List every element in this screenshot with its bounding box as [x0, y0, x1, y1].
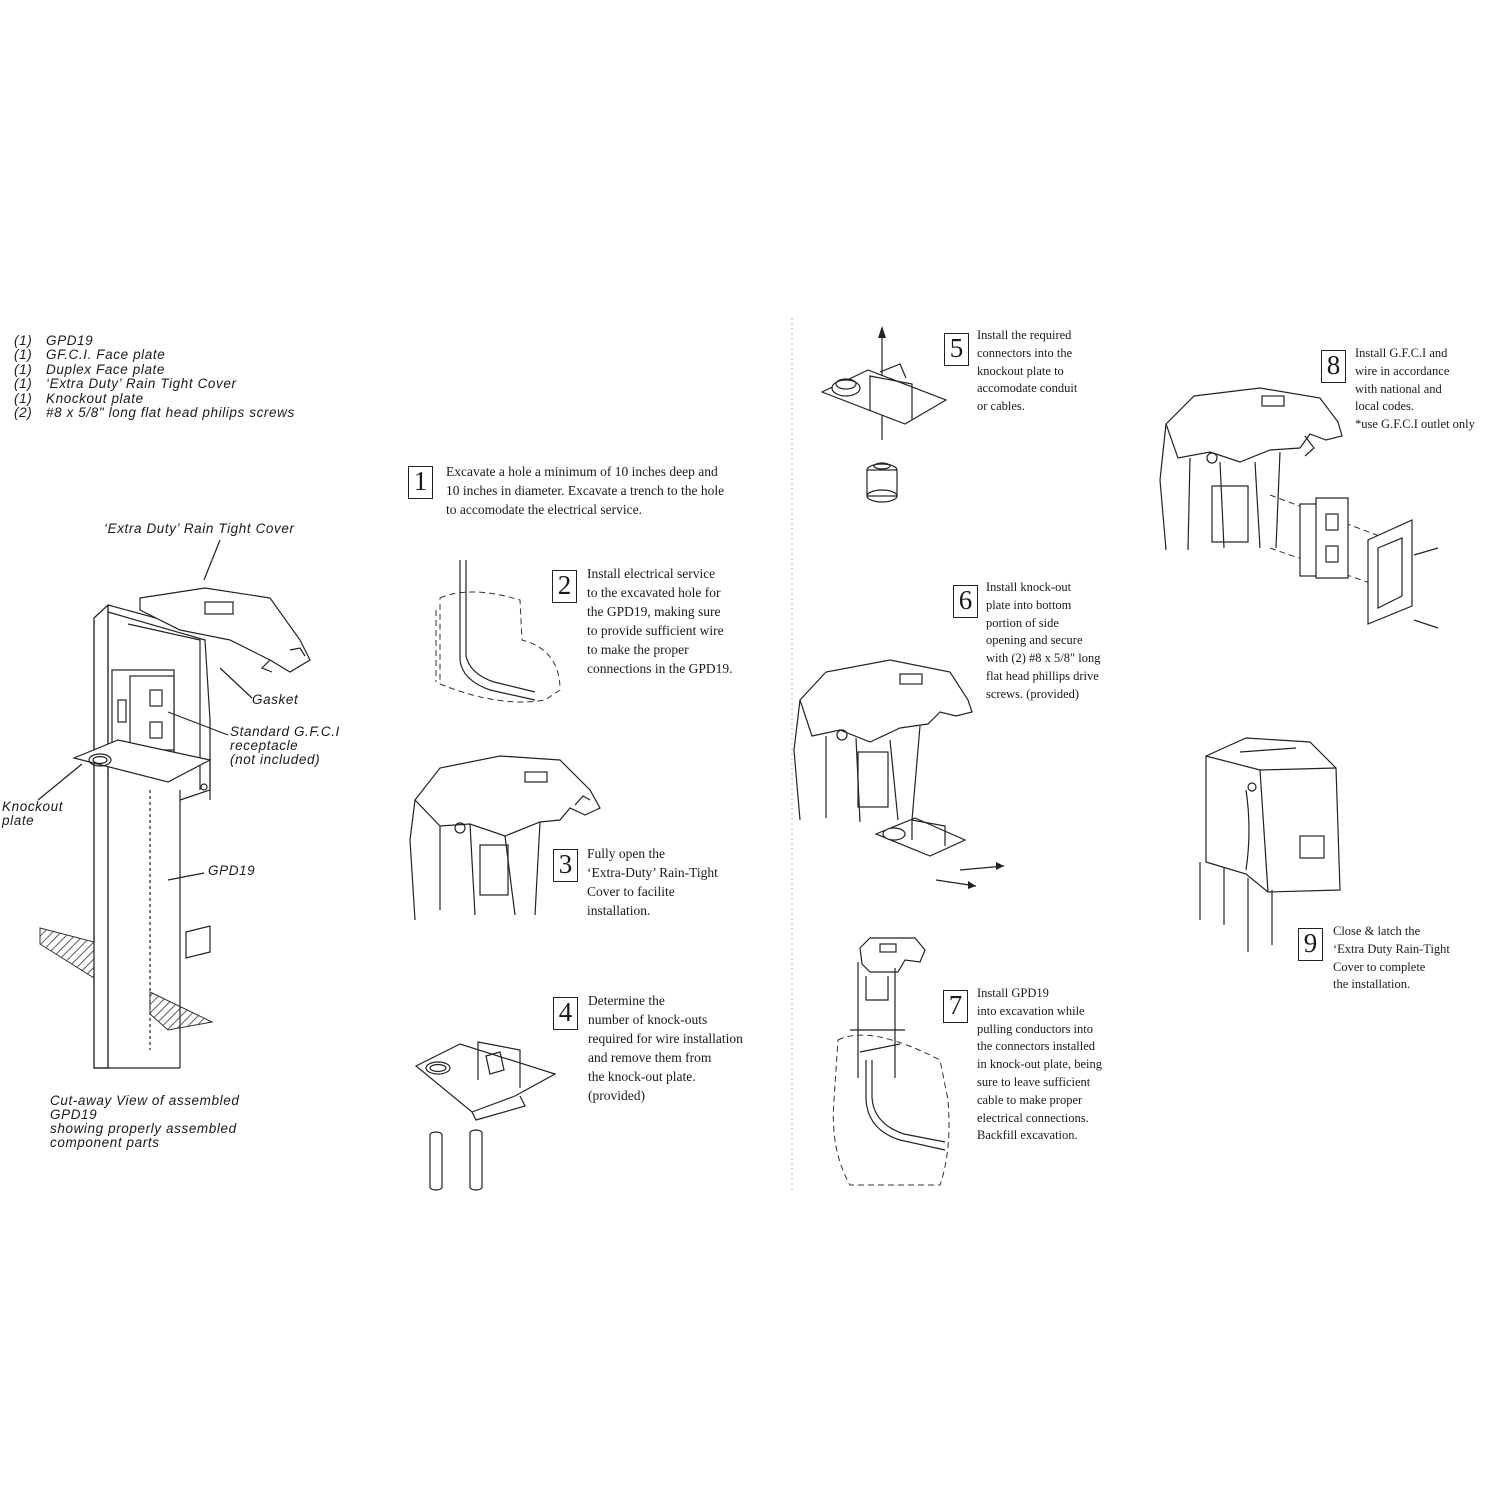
step-9-drawing — [1199, 737, 1341, 952]
parts-list-item: (1) GF.C.I. Face plate — [14, 347, 295, 363]
step-number: 5 — [944, 333, 969, 366]
step-number: 7 — [943, 990, 968, 1023]
step-instructions: Install GPD19 into excavation while pull… — [977, 986, 1102, 1143]
parts-list-item: (1) GPD19 — [14, 333, 295, 348]
callout-post: GPD19 — [208, 863, 256, 878]
cutaway-caption-line: GPD19 — [50, 1107, 98, 1122]
callout-cover: ‘Extra Duty’ Rain Tight Cover — [104, 521, 295, 536]
step-instructions: Determine the number of knock-outs requi… — [588, 993, 743, 1103]
cutaway-caption-line: Cut-away View of assembled — [50, 1093, 240, 1108]
step-instructions: Close & latch the ‘Extra Duty Rain-Tight… — [1333, 924, 1450, 992]
cutaway-assembly-drawing — [37, 539, 311, 1069]
step-6-drawing — [793, 659, 1005, 889]
part-quantity: (1) — [14, 361, 33, 377]
parts-list-item: (1) Duplex Face plate — [14, 361, 295, 377]
step-number: 9 — [1298, 928, 1323, 961]
step-number: 4 — [553, 997, 578, 1030]
callout-receptacle-line: Standard G.F.C.I — [230, 724, 340, 739]
callout-gasket: Gasket — [252, 692, 299, 707]
parts-list: (1) GPD19 (1) GF.C.I. Face plate (1) Duplex… — [14, 333, 295, 421]
part-name: ‘Extra Duty’ Rain Tight Cover — [46, 376, 237, 392]
cutaway-caption-line: component parts — [50, 1135, 160, 1150]
step-instructions: Install the required connectors into the… — [977, 328, 1078, 414]
step-7-drawing — [832, 937, 950, 1186]
step-number: 8 — [1321, 350, 1346, 383]
step-5-drawing — [820, 326, 948, 503]
part-name: GPD19 — [46, 333, 94, 348]
part-name: Duplex Face plate — [46, 361, 166, 377]
part-quantity: (1) — [14, 376, 33, 392]
step-instructions: Install knock-out plate into bottom port… — [986, 580, 1101, 701]
callout-knockout-plate: Knockout plate — [2, 800, 63, 828]
callout-knockout-line: Knockout — [2, 799, 64, 814]
step-number: 2 — [552, 570, 577, 603]
callout-receptacle: Standard G.F.C.I receptacle (not include… — [230, 725, 340, 767]
step-8-drawing — [1159, 387, 1439, 629]
part-quantity: (1) — [14, 390, 33, 406]
step-4-drawing — [414, 1041, 557, 1191]
step-instructions: Fully open the ‘Extra-Duty’ Rain-Tight C… — [587, 846, 718, 918]
part-quantity: (1) — [14, 333, 33, 348]
parts-list-item: (1) Knockout plate — [14, 390, 295, 406]
parts-list-item: (2) #8 x 5/8" long flat head philips scre… — [14, 405, 295, 421]
parts-list-item: (1) ‘Extra Duty’ Rain Tight Cover — [14, 376, 295, 392]
part-quantity: (1) — [14, 347, 33, 363]
step-2-drawing — [435, 560, 561, 703]
cutaway-caption: Cut-away View of assembled GPD19 showing… — [50, 1094, 239, 1150]
callout-receptacle-line: (not included) — [230, 752, 321, 767]
step-instructions: Install G.F.C.I and wire in accordance w… — [1355, 346, 1475, 432]
part-name: GF.C.I. Face plate — [46, 347, 166, 363]
step-number: 1 — [408, 466, 433, 499]
cutaway-caption-line: showing properly assembled — [50, 1121, 237, 1136]
step-number: 3 — [553, 849, 578, 882]
part-quantity: (2) — [14, 405, 33, 421]
callout-receptacle-line: receptacle — [230, 738, 299, 753]
callout-knockout-line: plate — [2, 813, 35, 828]
part-name: Knockout plate — [46, 390, 144, 406]
step-instructions: Install electrical service to the excava… — [587, 566, 733, 676]
part-name: #8 x 5/8" long flat head philips screws — [46, 405, 295, 421]
step-instructions: Excavate a hole a minimum of 10 inches d… — [446, 464, 725, 517]
step-3-drawing — [409, 755, 601, 921]
step-number: 6 — [953, 585, 978, 618]
